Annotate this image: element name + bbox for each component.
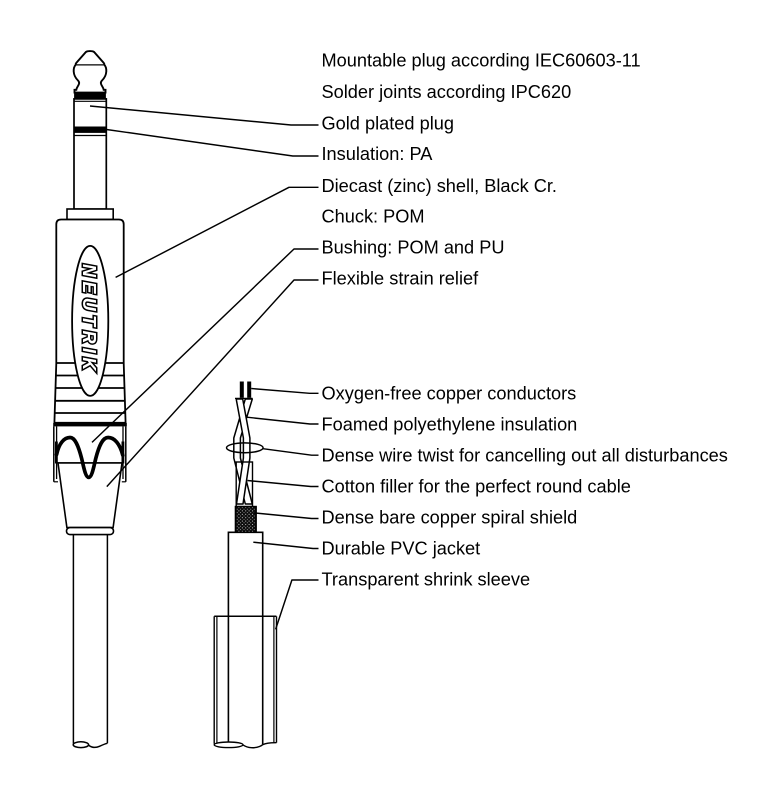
- svg-text:NEUTRIK: NEUTRIK: [79, 264, 99, 376]
- svg-text:Dense bare copper spiral shiel: Dense bare copper spiral shield: [322, 508, 578, 528]
- svg-text:Diecast (zinc) shell, Black Cr: Diecast (zinc) shell, Black Cr.: [322, 176, 558, 196]
- svg-text:Bushing: POM and PU: Bushing: POM and PU: [322, 238, 505, 258]
- svg-text:Chuck: POM: Chuck: POM: [322, 207, 425, 227]
- svg-text:Cotton filler for the perfect: Cotton filler for the perfect round cabl…: [322, 477, 631, 497]
- svg-text:Dense wire twist for cancellin: Dense wire twist for cancelling out all …: [322, 446, 728, 466]
- svg-text:Transparent shrink sleeve: Transparent shrink sleeve: [322, 570, 531, 590]
- svg-text:Foamed polyethylene insulation: Foamed polyethylene insulation: [322, 415, 578, 435]
- svg-text:Gold plated plug: Gold plated plug: [322, 113, 454, 133]
- svg-text:Insulation: PA: Insulation: PA: [322, 144, 434, 164]
- svg-text:Solder joints according IPC620: Solder joints according IPC620: [322, 82, 572, 102]
- svg-text:Oxygen-free copper conductors: Oxygen-free copper conductors: [322, 384, 577, 404]
- svg-text:Durable PVC jacket: Durable PVC jacket: [322, 538, 481, 558]
- svg-text:Flexible strain relief: Flexible strain relief: [322, 268, 480, 288]
- svg-text:Mountable plug according IEC60: Mountable plug according IEC60603-11: [322, 51, 641, 71]
